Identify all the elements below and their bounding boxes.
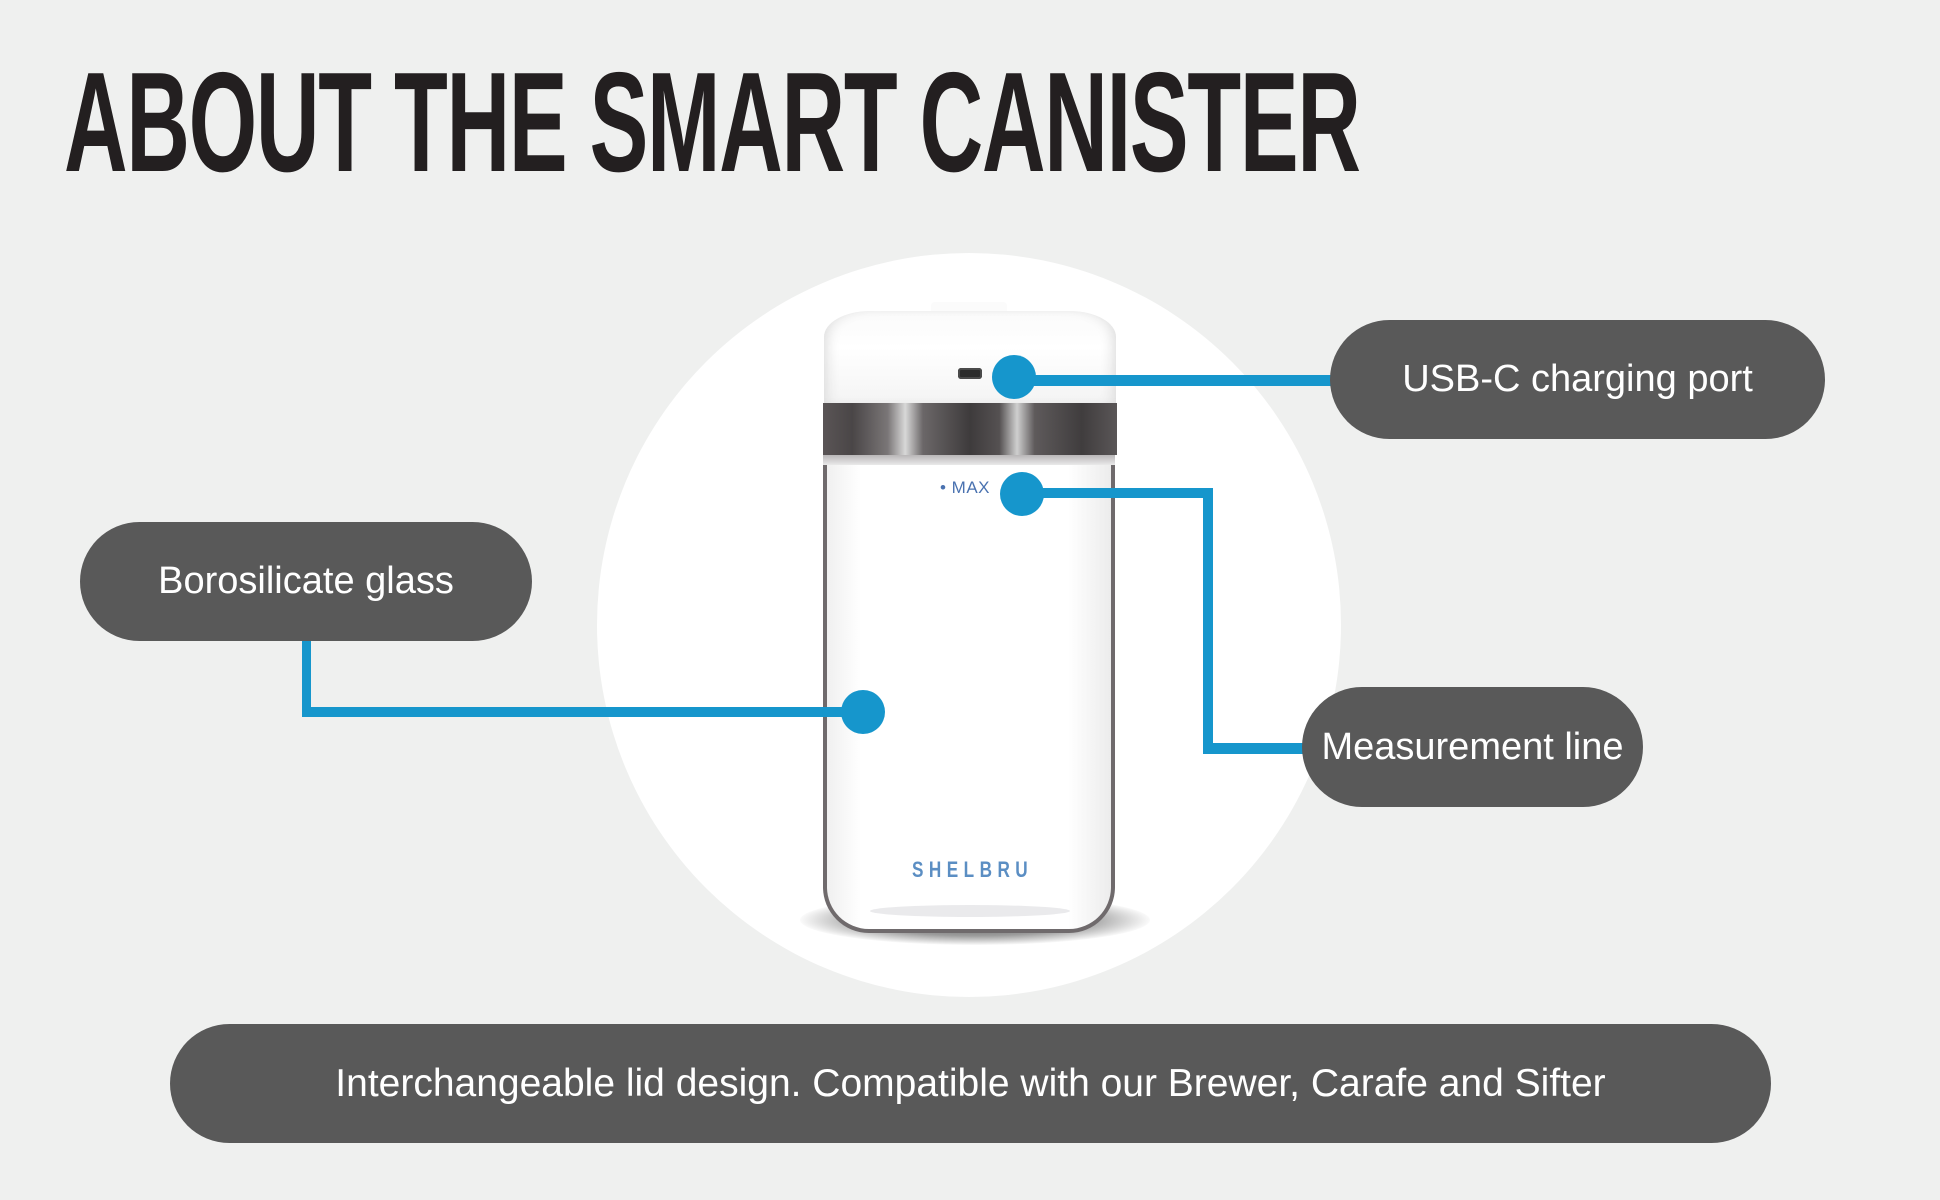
page-title: ABOUT THE SMART CANISTER [64,43,1361,202]
callout-text: Borosilicate glass [158,560,454,602]
callout-line [1022,488,1213,498]
brand-logo: SHELBRU [912,857,1034,882]
steel-band [823,403,1117,455]
footer-text: Interchangeable lid design. Compatible w… [335,1061,1606,1105]
callout-text: Measurement line [1321,725,1624,768]
callout-dot-icon [992,355,1036,399]
glass-base-reflection [870,905,1070,917]
glass-rim [823,455,1115,465]
callout-dot-icon [1000,472,1044,516]
callout-line [1203,743,1313,754]
usb-c-port-icon [958,368,982,379]
callout-label-usb-c: USB-C charging port [1330,320,1825,439]
callout-line [1014,375,1334,386]
footer-banner: Interchangeable lid design. Compatible w… [170,1024,1771,1143]
lid [824,311,1116,403]
callout-dot-icon [841,690,885,734]
callout-line [1203,488,1213,754]
callout-line [302,707,864,717]
callout-line [302,630,311,717]
callout-text: USB-C charging port [1402,358,1753,400]
callout-label-borosilicate: Borosilicate glass [80,522,532,641]
max-mark: • MAX [940,478,991,497]
callout-label-measurement: Measurement line [1302,687,1643,807]
